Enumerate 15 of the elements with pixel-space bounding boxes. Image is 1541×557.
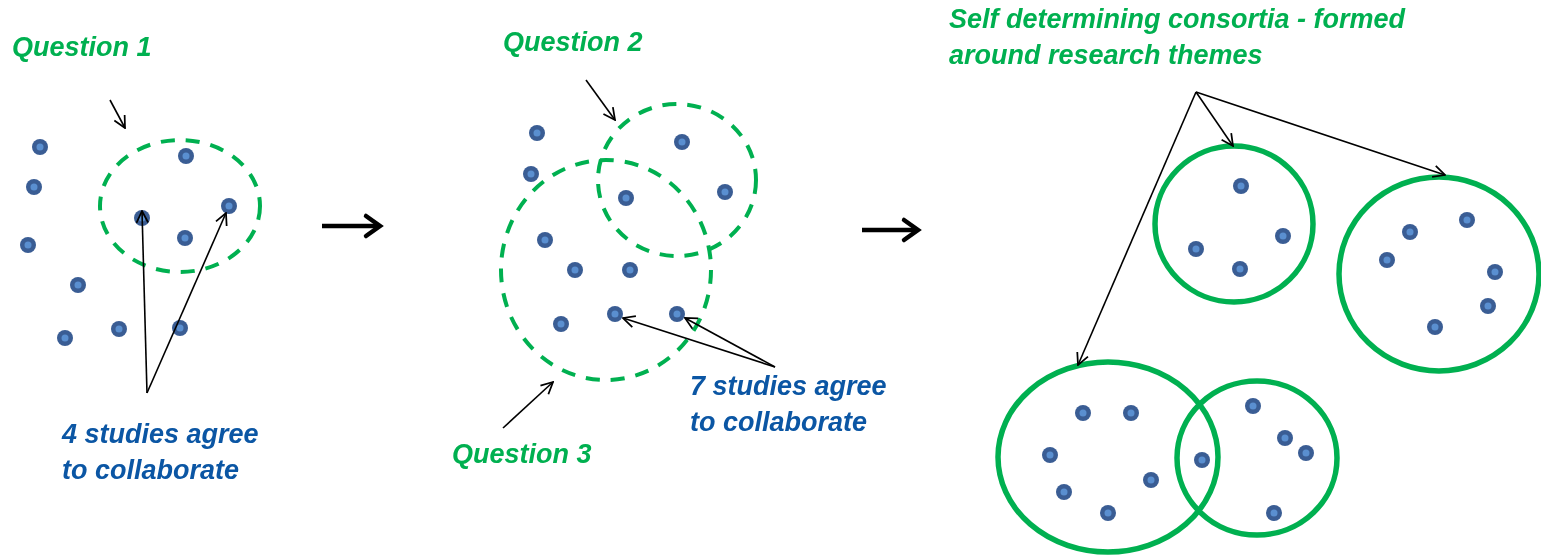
arrow	[684, 317, 776, 368]
question-label: Question 3	[452, 438, 593, 471]
question-label: Question 2	[503, 26, 644, 59]
study-count-label: 7 studies agree to collaborate	[690, 370, 888, 439]
arrow	[109, 99, 126, 129]
arrow	[1195, 91, 1234, 147]
arrow	[1195, 91, 1446, 178]
arrow	[1076, 91, 1197, 366]
arrow	[502, 381, 554, 429]
arrow	[146, 212, 228, 394]
question-label: Question 1	[12, 31, 153, 64]
arrow	[135, 210, 150, 394]
arrow	[585, 79, 616, 121]
consortia-heading: Self determining consortia - formed around research themes	[949, 3, 1407, 72]
study-count-label: 4 studies agree to collaborate	[62, 418, 260, 487]
